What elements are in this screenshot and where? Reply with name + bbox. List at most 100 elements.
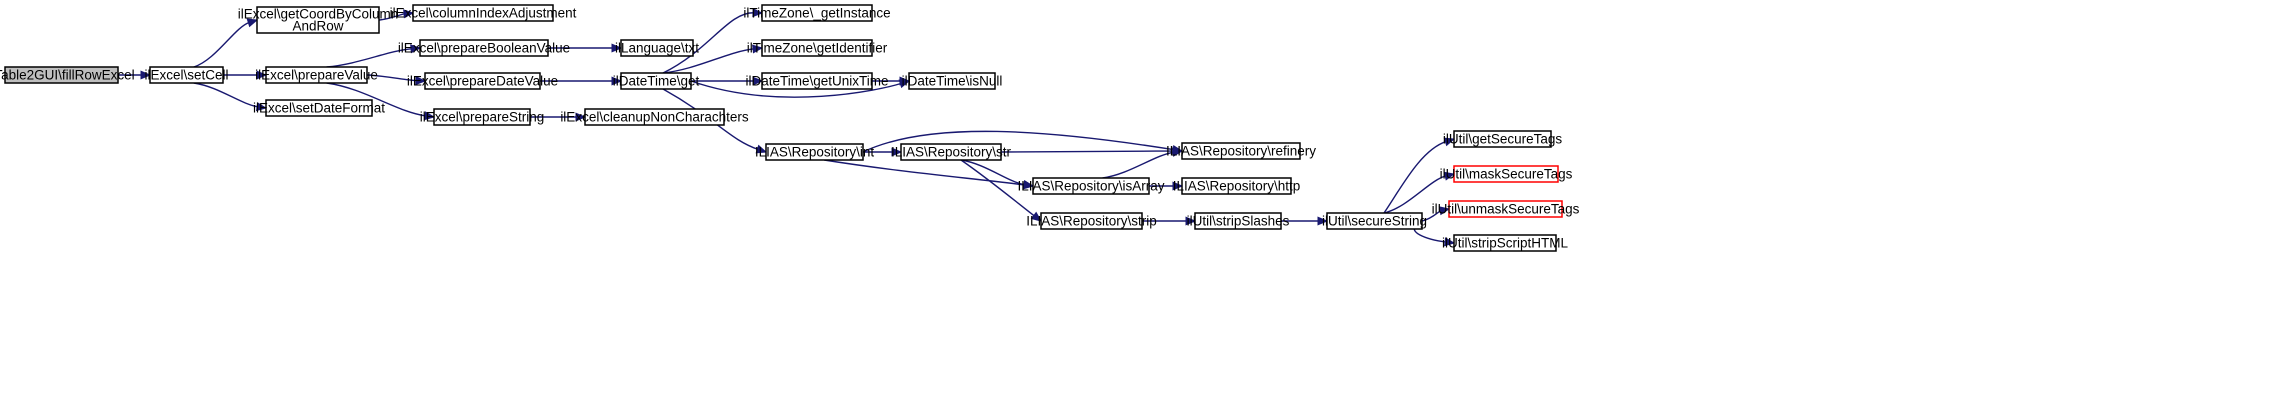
node-setDateFmt[interactable]: ilExcel\setDateFormat [253, 99, 385, 117]
edge-arrowhead [1444, 237, 1456, 247]
edge-dtGet-to-tzId [662, 44, 764, 74]
node-box [765, 143, 864, 161]
node-label: ilTimeZone\getIdentifier [747, 41, 888, 56]
edge-secureString-to-maskSecure [1383, 171, 1456, 214]
node-label: ILIAS\Repository\isArray [1017, 179, 1164, 194]
edge-getCoord-to-colAdj [378, 9, 415, 21]
node-box [1194, 212, 1282, 230]
node-dtUnix[interactable]: ilDateTime\getUnixTime [745, 72, 889, 90]
node-box [900, 143, 1002, 161]
edge-line [193, 21, 250, 68]
edge-dtUnix-to-dtNull [872, 76, 911, 86]
node-label: ilTable2GUI\fillRowExcel [0, 68, 135, 83]
node-unmaskSecure[interactable]: ilUtil\unmaskSecureTags [1432, 200, 1580, 218]
edge-line [326, 47, 413, 68]
node-prepBool[interactable]: ilExcel\prepareBooleanValue [398, 39, 570, 57]
node-colAdj[interactable]: ilExcel\columnIndexAdjustment [390, 4, 577, 22]
node-stripSlashes[interactable]: ilUtil\stripSlashes [1187, 212, 1290, 230]
node-repStr[interactable]: ILIAS\Repository\str [891, 143, 1012, 161]
edge-line [1383, 140, 1447, 214]
nodes-layer: ilTable2GUI\fillRowExcel ilExcel\setCell i… [0, 4, 1580, 252]
node-label: ilExcel\setDateFormat [253, 101, 385, 116]
edge-secureString-to-unmaskSecure [1421, 206, 1451, 222]
node-maskSecure[interactable]: ilUtil\maskSecureTags [1440, 165, 1573, 183]
edge-arrowhead [255, 102, 268, 112]
node-prepDate[interactable]: ilExcel\prepareDateValue [407, 72, 558, 90]
node-label: ilDateTime\get [613, 74, 700, 89]
node-label: ilExcel\prepareBooleanValue [398, 41, 570, 56]
edge-arrowhead [1171, 147, 1184, 157]
edge-line [960, 159, 1026, 186]
edge-arrowhead [256, 70, 268, 80]
node-label: ilUtil\getSecureTags [1443, 132, 1563, 147]
node-box [424, 72, 541, 90]
node-langTxt[interactable]: ilLanguage\txt [615, 39, 699, 57]
edge-arrowhead [611, 76, 623, 86]
node-getSecure[interactable]: ilUtil\getSecureTags [1443, 130, 1563, 148]
node-label: ilUtil\stripScriptHTML [1442, 236, 1569, 251]
edge-arrowhead [1185, 216, 1197, 226]
node-label: AndRow [292, 19, 343, 34]
node-box [419, 39, 549, 57]
node-repStrip[interactable]: ILIAS\Repository\strip [1026, 212, 1157, 230]
node-label: ILIAS\Repository\int [755, 145, 875, 160]
node-label: ilExcel\columnIndexAdjustment [390, 6, 577, 21]
node-setCell[interactable]: ilExcel\setCell [144, 66, 229, 84]
node-root: ilTable2GUI\fillRowExcel [0, 66, 135, 84]
edge-arrowhead [410, 44, 422, 54]
node-dtNull[interactable]: ilDateTime\isNull [902, 72, 1003, 90]
node-dtGet[interactable]: ilDateTime\get [613, 72, 700, 90]
node-stripScript[interactable]: ilUtil\stripScriptHTML [1442, 234, 1569, 252]
node-box [1326, 212, 1423, 230]
node-box [1453, 234, 1557, 252]
node-box [908, 72, 996, 90]
node-label: ilUtil\unmaskSecureTags [1432, 202, 1580, 217]
edge-line [960, 159, 1036, 217]
node-repHttp[interactable]: ILIAS\Repository\http [1173, 177, 1301, 195]
node-box [1453, 165, 1559, 183]
node-box [256, 6, 380, 34]
node-box [433, 108, 531, 126]
node-box [761, 4, 873, 22]
node-label: ilExcel\getCoordByColumn [238, 7, 399, 22]
edge-repStrip-to-stripSlashes [1142, 216, 1197, 226]
node-label: ilExcel\prepareValue [255, 68, 378, 83]
edge-line [662, 48, 755, 74]
node-box [1453, 130, 1552, 148]
node-box [584, 108, 725, 126]
node-repInt[interactable]: ILIAS\Repository\int [755, 143, 875, 161]
edge-line [824, 159, 1026, 186]
node-repRefinery[interactable]: ILIAS\Repository\refinery [1166, 142, 1316, 160]
edge-setCell-to-getCoord [193, 18, 259, 68]
node-box [1181, 142, 1301, 160]
edge-line [690, 80, 902, 98]
node-repIsArray[interactable]: ILIAS\Repository\isArray [1017, 177, 1165, 195]
node-label: ilExcel\prepareString [420, 110, 545, 125]
edge-prepString-to-cleanup [530, 112, 587, 122]
node-label: ilExcel\prepareDateValue [407, 74, 558, 89]
node-secureString[interactable]: ilUtil\secureString [1322, 212, 1427, 230]
edge-root-to-setCell [117, 70, 152, 80]
edge-arrowhead [1172, 181, 1184, 191]
edge-secureString-to-getSecure [1383, 137, 1456, 214]
edge-dtGet-to-dtUnix [691, 76, 764, 86]
node-tzInst[interactable]: ilTimeZone\_getInstance [743, 4, 891, 22]
node-label: ilDateTime\isNull [902, 74, 1003, 89]
edge-setCell-to-setDateFmt [193, 82, 268, 112]
node-box [412, 4, 554, 22]
edge-setCell-to-prepValue [222, 70, 268, 80]
edge-line [1102, 151, 1175, 179]
edge-repStr-to-repIsArray [960, 159, 1035, 190]
node-prepValue[interactable]: ilExcel\prepareValue [255, 66, 378, 84]
node-box [4, 66, 119, 84]
node-tzId[interactable]: ilTimeZone\getIdentifier [747, 39, 888, 57]
edge-arrowhead [752, 76, 764, 86]
edge-arrowhead [415, 76, 427, 86]
node-label: ILIAS\Repository\http [1173, 179, 1301, 194]
node-cleanup[interactable]: ilExcel\cleanupNonCharachters [560, 108, 749, 126]
edges-layer [117, 8, 1456, 247]
edge-line [662, 12, 755, 74]
node-prepString[interactable]: ilExcel\prepareString [420, 108, 545, 126]
edge-arrowhead [575, 112, 587, 122]
